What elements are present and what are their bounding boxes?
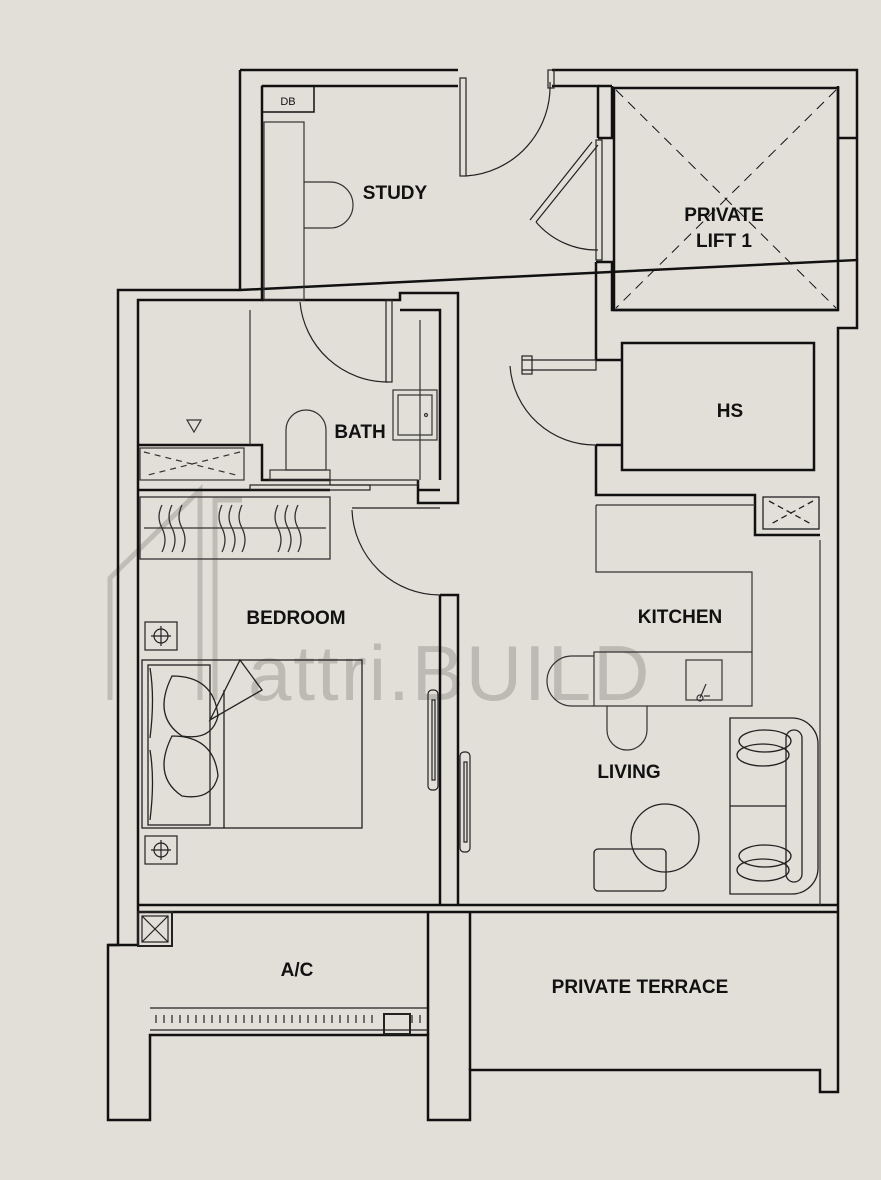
wardrobe [139,496,331,560]
room-label-private-lift-line2: LIFT 1 [696,231,752,252]
lift-walls [594,84,857,537]
bedside-tables [144,621,178,865]
kitchen-stool [606,706,648,751]
interior-walls [138,291,838,1070]
living-tables [593,803,700,892]
bedroom-door [351,507,441,596]
kitchen-counter [546,504,755,707]
outer-walls [106,68,859,1122]
hs-room [596,341,816,472]
db-label: DB [280,96,295,108]
room-label-bedroom: BEDROOM [246,608,345,629]
room-label-private-terrace: PRIVATE TERRACE [552,977,729,998]
room-label-private-lift-line1: PRIVATE [684,205,764,226]
watermark-text: attri.BUILD [248,629,651,717]
watermark: attri.BUILD [107,484,651,717]
bath-sliding [249,479,419,491]
study-furniture [263,121,354,301]
room-label-ac: A/C [281,960,314,981]
bath-fixtures [269,320,438,481]
bed [141,658,363,829]
kitchen-vent [762,496,820,530]
db-box: DB [261,85,315,113]
lift-door [529,139,603,261]
tv-units [427,689,471,853]
bath-door [299,299,393,383]
room-label-bath: BATH [334,422,385,443]
entrance-door [459,69,555,177]
ac-ledge [137,911,428,1035]
hs-door [509,355,597,446]
room-label-living: LIVING [597,762,660,783]
utility-area [139,310,251,481]
room-label-hs: HS [717,401,743,422]
sofa [729,717,819,895]
room-label-study: STUDY [363,183,428,204]
room-label-kitchen: KITCHEN [638,607,722,628]
